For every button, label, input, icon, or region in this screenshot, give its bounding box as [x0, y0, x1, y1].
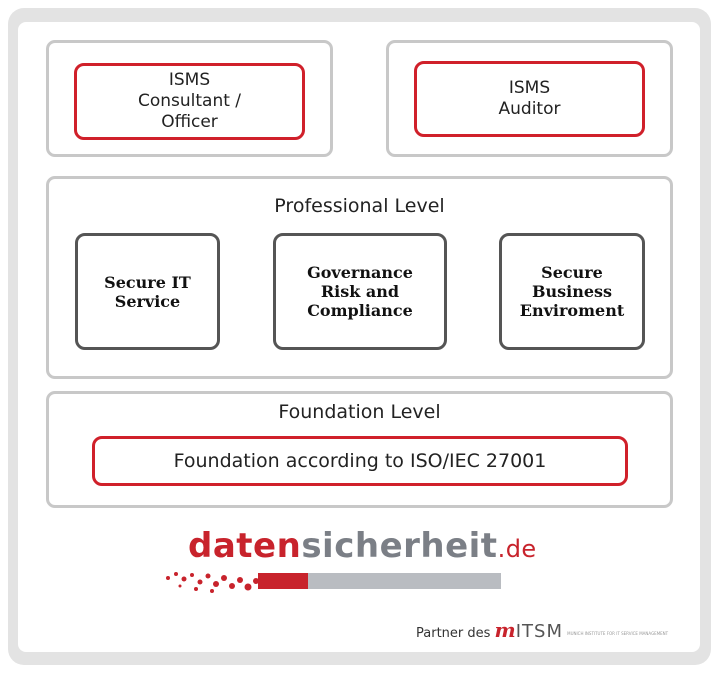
isms-consultant-box: ISMS Consultant / Officer [74, 63, 305, 140]
logo-part-daten: daten [188, 526, 302, 566]
mitsm-brand-itsm: ITSM [515, 621, 563, 642]
foundation-level-title: Foundation Level [278, 401, 441, 423]
governance-risk-compliance-box: Governance Risk and Compliance [273, 233, 447, 350]
secure-business-environment-box: Secure Business Enviroment [499, 233, 645, 350]
logo-part-sicherheit: sicherheit [301, 526, 498, 566]
logo-part-de: .de [497, 535, 537, 563]
mitsm-brand-m: m [494, 618, 516, 642]
mitsm-brand-subtitle: MUNICH INSTITUTE FOR IT SERVICE MANAGEME… [567, 631, 669, 636]
logo-dots-graphic [166, 572, 259, 593]
professional-level-title: Professional Level [274, 195, 445, 217]
secure-it-service-box: Secure IT Service [75, 233, 220, 350]
partner-text: Partner des [416, 626, 491, 641]
partner-line: Partner des mITSM MUNICH INSTITUTE FOR I… [416, 618, 668, 642]
logo-gray-bar [308, 573, 501, 589]
datensicherheit-logo: datensicherheit.de [188, 526, 537, 566]
foundation-iso-box: Foundation according to ISO/IEC 27001 [92, 436, 628, 486]
isms-auditor-box: ISMS Auditor [414, 61, 645, 137]
logo-red-bar [258, 573, 308, 589]
